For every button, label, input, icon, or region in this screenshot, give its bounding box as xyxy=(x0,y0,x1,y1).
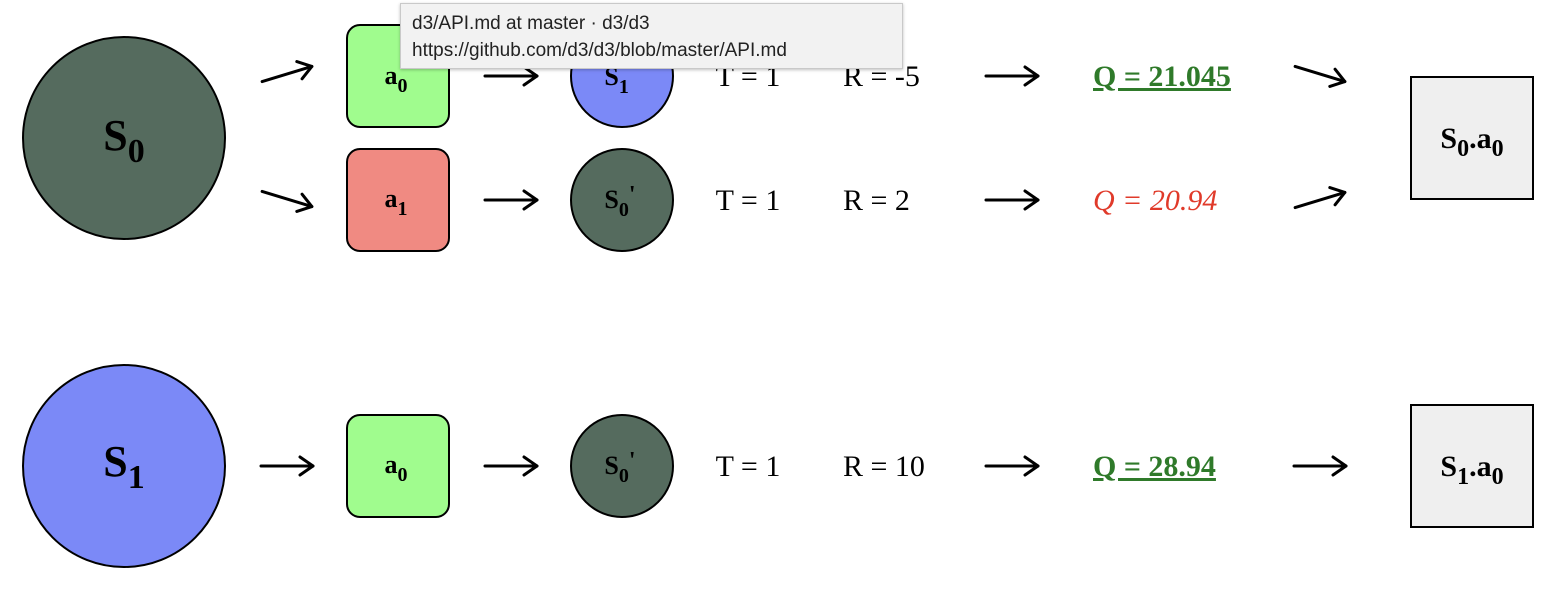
arrow-icon xyxy=(984,189,1040,211)
next-state-node-s0[interactable]: S0' xyxy=(570,414,674,518)
svg-text:a1: a1 xyxy=(385,184,408,220)
svg-text:S1': S1' xyxy=(604,59,635,98)
arrow-icon xyxy=(1291,182,1349,218)
transition-prob: T = 1 xyxy=(716,184,781,217)
link-tooltip: d3/API.md at master · d3/d3 https://gith… xyxy=(400,3,903,69)
svg-text:S1: S1 xyxy=(103,437,144,496)
arrow-icon xyxy=(1291,56,1349,92)
action-node-a0[interactable]: a0 xyxy=(346,414,450,518)
arrow-icon xyxy=(1292,455,1348,477)
reward-value: R = 10 xyxy=(843,450,925,483)
q-value-best: Q = 28.94 xyxy=(1093,450,1216,483)
next-state-node-s0[interactable]: S0' xyxy=(570,148,674,252)
svg-text:a0: a0 xyxy=(385,450,408,486)
svg-text:a0: a0 xyxy=(385,61,408,97)
arrow-icon xyxy=(258,181,316,217)
action-node-a1[interactable]: a1 xyxy=(346,148,450,252)
svg-text:S0.a0: S0.a0 xyxy=(1440,122,1503,162)
arrow-icon xyxy=(483,455,539,477)
best-action-box-s0[interactable]: S0.a0 xyxy=(1410,76,1534,200)
best-action-box-s1[interactable]: S1.a0 xyxy=(1410,404,1534,528)
state-node-s0[interactable]: S0 xyxy=(22,36,226,240)
svg-text:S0: S0 xyxy=(103,111,144,170)
arrow-icon xyxy=(258,56,316,92)
arrow-icon xyxy=(483,65,539,87)
arrow-icon xyxy=(483,189,539,211)
arrow-icon xyxy=(259,455,315,477)
tooltip-url: https://github.com/d3/d3/blob/master/API… xyxy=(412,40,787,61)
arrow-icon xyxy=(984,65,1040,87)
q-value-best: Q = 21.045 xyxy=(1093,60,1231,93)
transition-prob: T = 1 xyxy=(716,450,781,483)
state-node-s1[interactable]: S1 xyxy=(22,364,226,568)
arrow-icon xyxy=(984,455,1040,477)
q-value-other: Q = 20.94 xyxy=(1093,184,1217,217)
reward-value: R = 2 xyxy=(843,184,910,217)
svg-text:S0': S0' xyxy=(604,182,635,221)
svg-text:S0': S0' xyxy=(604,448,635,487)
svg-text:S1.a0: S1.a0 xyxy=(1440,450,1503,490)
tooltip-title: d3/API.md at master · d3/d3 xyxy=(412,13,650,34)
